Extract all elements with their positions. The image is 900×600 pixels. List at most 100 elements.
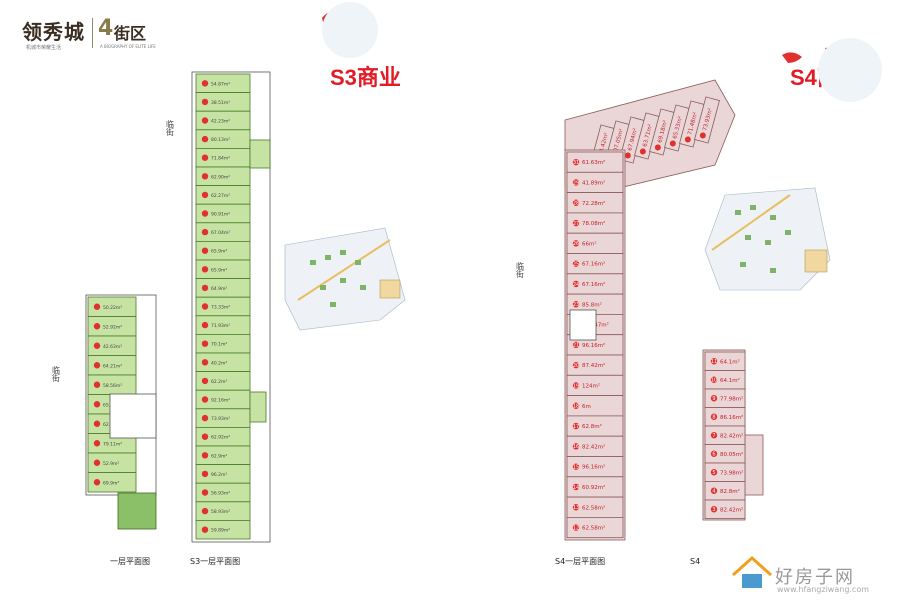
s4-right-annex [744, 434, 764, 496]
unit-marker [201, 228, 209, 236]
s3-plan: 54.87m²38.51m²42.23m²80.13m²71.84m²62.90… [166, 71, 271, 566]
unit-marker [93, 303, 101, 310]
unit-marker [201, 414, 209, 422]
unit-marker [710, 506, 718, 513]
unit-area: 62.8m² [582, 423, 602, 430]
unit-marker [572, 422, 580, 430]
unit-cell: 62.2m² [195, 371, 251, 391]
unit-marker [572, 179, 580, 186]
unit-area: 40.2m² [211, 360, 227, 366]
unit-marker [572, 524, 580, 531]
unit-cell: 69.9m² [87, 472, 137, 493]
left-plan-label: 一层平面图 [110, 557, 150, 566]
unit-number: 19 [573, 383, 579, 389]
unit-cell: 80.13m² [195, 129, 251, 149]
unit-block [704, 499, 746, 519]
s3-annex-blocks [249, 139, 271, 423]
unit-marker [572, 301, 580, 308]
unit-number: 12 [573, 525, 579, 531]
unit-marker [572, 361, 580, 369]
unit-area: 62.90m² [211, 174, 230, 180]
unit-cell: 4 82.8m² [704, 481, 746, 501]
unit-cell: 62.90m² [195, 166, 251, 187]
unit-area: 6m [582, 404, 591, 410]
unit-area: 54.87m² [211, 81, 230, 87]
unit-area: 73.98m² [720, 469, 743, 476]
unit-block [694, 96, 720, 144]
unit-marker [710, 376, 718, 383]
unit-area: 62.58m² [582, 525, 605, 532]
unit-cell: 65.9m² [195, 259, 251, 280]
unit-area: 62.2m² [211, 379, 227, 385]
unit-area: 96.16m² [582, 464, 605, 471]
unit-area: 73.93m² [211, 416, 230, 422]
unit-marker [93, 440, 101, 447]
unit-area: 58.93m² [211, 509, 230, 515]
unit-area: 64.1m² [720, 377, 740, 384]
unit-area: 70.1m² [211, 342, 227, 348]
unit-cell: 73.93m² [195, 408, 251, 428]
left-dark-block [117, 492, 157, 530]
s3-street-label: 临街 [166, 119, 175, 137]
unit-marker [201, 452, 209, 459]
unit-area: 92.16m² [211, 398, 230, 404]
left-plan: 50.22m²52.92m²42.63m²64.21m²58.56m²65.98… [52, 294, 157, 566]
unit-number: 6 [712, 452, 715, 458]
unit-block [566, 517, 624, 539]
unit-marker [93, 420, 101, 427]
unit-number: 10 [711, 378, 717, 384]
unit-marker [572, 260, 580, 267]
s4-core-block [569, 309, 597, 341]
unit-area: 66m² [582, 240, 597, 247]
unit-cell: 65.33m² [664, 104, 690, 152]
unit-marker [669, 140, 676, 147]
unit-cell: 52.9m² [87, 452, 137, 473]
unit-cell: 70.1m² [195, 333, 251, 354]
unit-number: 4 [712, 489, 715, 495]
unit-marker [201, 98, 209, 106]
logo-tagline: 机城市荣耀生活 [26, 45, 62, 51]
unit-cell: 54.87m² [195, 73, 251, 94]
unit-area: 67.16m² [582, 261, 605, 268]
unit-cell: 67.04m² [195, 222, 251, 242]
unit-area: 71.93m² [211, 323, 230, 329]
unit-marker [93, 362, 101, 369]
unit-area: 86.16m² [720, 414, 743, 421]
unit-area: 50.22m² [103, 305, 122, 311]
unit-area: 87.42m² [582, 362, 605, 369]
unit-marker [572, 240, 580, 247]
s4-street-label: 临街 [516, 261, 525, 279]
unit-marker [93, 342, 101, 349]
unit-cell: 65.9m² [195, 240, 251, 261]
watermark-house-icon [731, 555, 773, 588]
unit-number: 15 [573, 464, 579, 470]
unit-number: 11 [711, 359, 717, 365]
unit-marker [93, 459, 101, 466]
unit-marker [572, 199, 580, 206]
s3-zone-title: S3商业 [330, 65, 401, 90]
unit-area: 82.8m² [720, 488, 740, 495]
unit-number: 8 [712, 415, 715, 421]
unit-area: 41.89m² [582, 179, 605, 186]
unit-marker [93, 401, 101, 408]
decor-circle-s3 [322, 2, 378, 58]
unit-area: 59.89m² [211, 528, 230, 534]
unit-area: 38.51m² [211, 100, 230, 106]
unit-cell: 71.48m² [679, 100, 705, 148]
unit-cell: 71.84m² [195, 147, 251, 168]
unit-cell: 56.93m² [195, 482, 251, 503]
